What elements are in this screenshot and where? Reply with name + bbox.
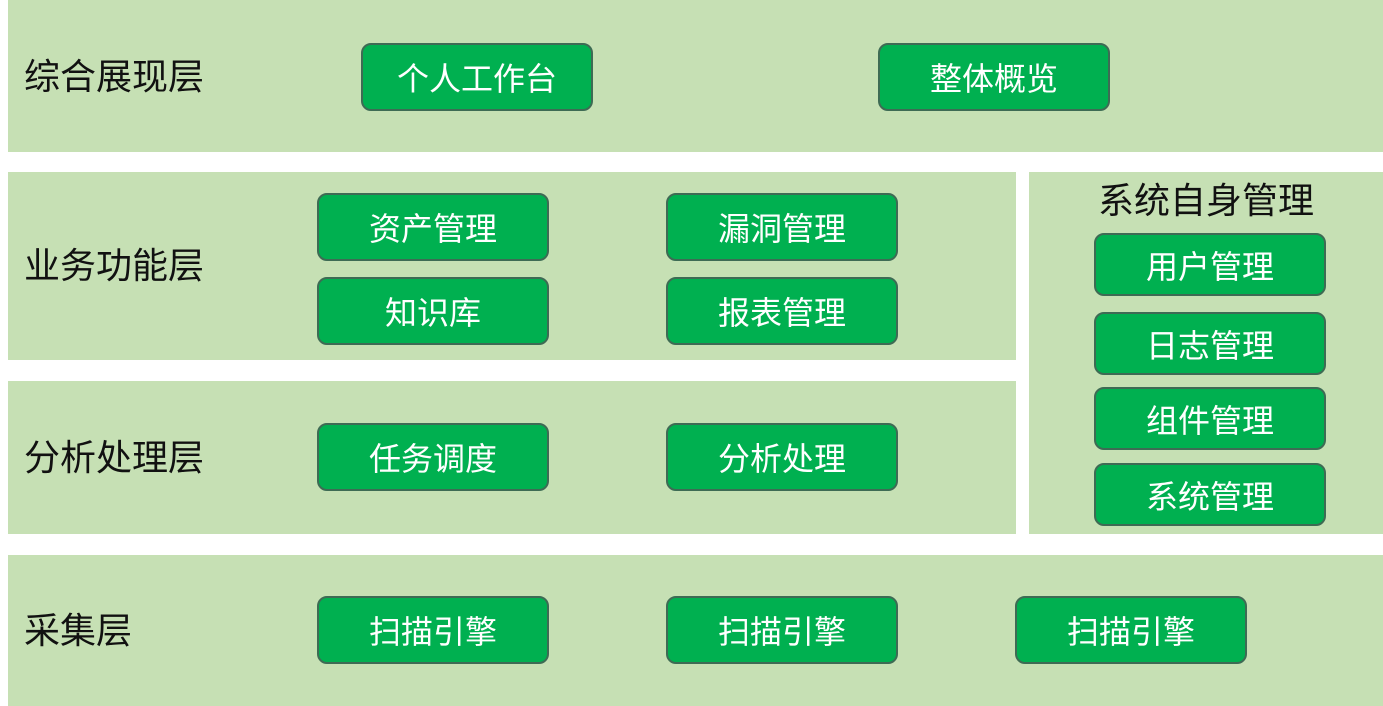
presentation-layer-title: 综合展现层 [24,57,205,98]
system-management-panel: 系统自身管理 用户管理 日志管理 组件管理 系统管理 [1029,172,1383,534]
scan-engine-box-2[interactable]: 扫描引擎 [666,596,898,664]
component-management-box[interactable]: 组件管理 [1094,387,1326,450]
system-management-title: 系统自身管理 [1097,181,1314,222]
report-management-box[interactable]: 报表管理 [666,277,898,345]
analysis-processing-box[interactable]: 分析处理 [666,423,898,491]
business-layer-title: 业务功能层 [24,246,205,287]
task-scheduling-box[interactable]: 任务调度 [317,423,549,491]
business-layer-band: 业务功能层 资产管理 漏洞管理 知识库 报表管理 [8,172,1016,360]
scan-engine-box-1[interactable]: 扫描引擎 [317,596,549,664]
analysis-layer-title: 分析处理层 [24,438,205,479]
analysis-layer-band: 分析处理层 任务调度 分析处理 [8,381,1016,534]
overall-overview-box[interactable]: 整体概览 [878,43,1110,111]
log-management-box[interactable]: 日志管理 [1094,312,1326,375]
collection-layer-title: 采集层 [24,611,133,652]
presentation-layer-band: 综合展现层 个人工作台 整体概览 [8,0,1383,152]
scan-engine-box-3[interactable]: 扫描引擎 [1015,596,1247,664]
personal-workbench-box[interactable]: 个人工作台 [361,43,593,111]
knowledge-base-box[interactable]: 知识库 [317,277,549,345]
system-management-box[interactable]: 系统管理 [1094,463,1326,526]
asset-management-box[interactable]: 资产管理 [317,193,549,261]
collection-layer-band: 采集层 扫描引擎 扫描引擎 扫描引擎 [8,555,1383,706]
user-management-box[interactable]: 用户管理 [1094,233,1326,296]
vulnerability-management-box[interactable]: 漏洞管理 [666,193,898,261]
